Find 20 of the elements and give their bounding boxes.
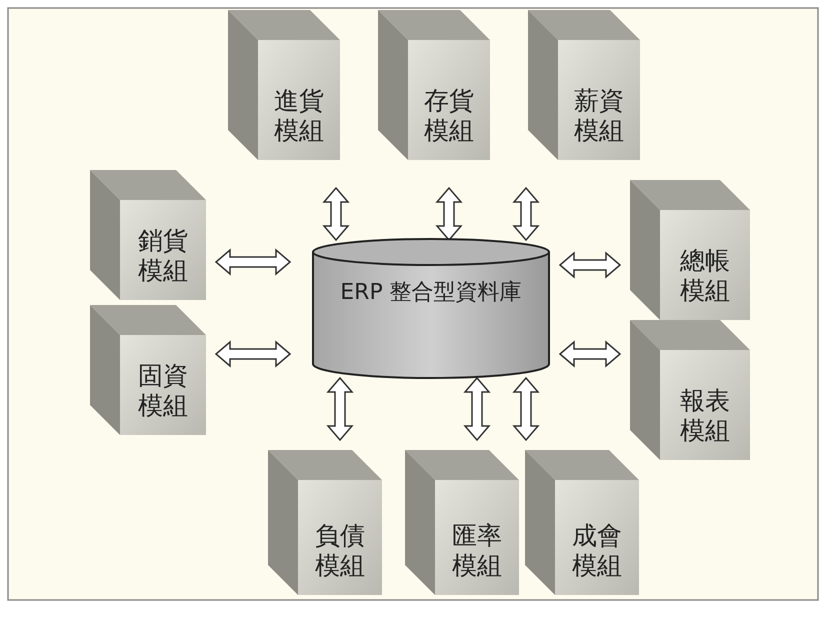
module-label: 報表模組 xyxy=(679,386,731,446)
double-arrow xyxy=(322,186,350,242)
double-arrow xyxy=(463,376,491,442)
double-arrow xyxy=(512,376,540,442)
module-label: 總帳模組 xyxy=(679,246,731,306)
database-label: ERP 整合型資料庫 xyxy=(339,280,523,306)
double-arrow xyxy=(558,251,622,279)
module-label: 匯率模組 xyxy=(451,521,503,581)
module-label: 成會模組 xyxy=(571,521,623,581)
double-arrow xyxy=(512,186,540,242)
double-arrow xyxy=(214,340,292,368)
module-label: 薪資模組 xyxy=(573,86,625,146)
module-label: 進貨模組 xyxy=(273,86,325,146)
module-label: 固資模組 xyxy=(137,361,189,421)
double-arrow xyxy=(326,376,354,442)
double-arrow xyxy=(214,248,292,276)
module-label: 銷貨模組 xyxy=(137,226,189,286)
double-arrow xyxy=(558,340,622,368)
module-label: 存貨模組 xyxy=(423,86,475,146)
module-label: 負債模組 xyxy=(314,521,366,581)
